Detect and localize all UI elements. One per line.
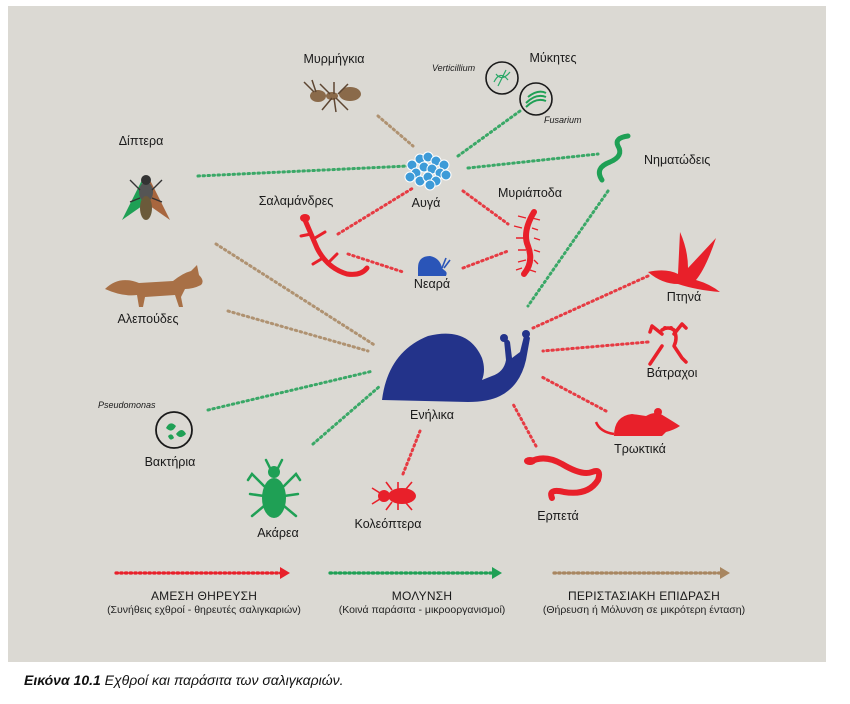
label-verticillium: Verticillium — [432, 63, 476, 73]
link-rodents-adults — [538, 374, 608, 413]
label-rodents: Τρωκτικά — [614, 442, 666, 456]
label-frogs: Βάτραχοι — [646, 366, 698, 380]
legend-arrow-direct — [114, 567, 290, 579]
myriapod-icon — [513, 209, 541, 277]
label-nematodes: Νηματώδεις — [644, 153, 711, 167]
link-myriapods-juveniles — [461, 249, 510, 270]
legend-occasional-title: ΠΕΡΙΣΤΑΣΙΑΚΗ ΕΠΙΔΡΑΣΗ — [567, 589, 721, 603]
legend-arrows — [114, 567, 730, 579]
verticillium-icon — [485, 61, 519, 95]
diagram-panel: Μυρμήγκια Μύκητες Verticillium Fusarium … — [8, 6, 826, 662]
legend-direct-title: ΑΜΕΣΗ ΘΗΡΕΥΣΗ — [150, 589, 258, 603]
label-fusarium: Fusarium — [544, 115, 582, 125]
link-nematodes-eggs — [466, 152, 600, 170]
label-mites: Ακάρεα — [257, 526, 299, 540]
caption-text: Εχθροί και παράσιτα των σαλιγκαριών. — [100, 672, 344, 688]
figure-caption: Εικόνα 10.1 Εχθροί και παράσιτα των σαλι… — [24, 672, 344, 688]
beetle-icon — [371, 481, 416, 511]
link-diptera-adults — [214, 242, 378, 348]
salamander-icon — [299, 214, 370, 277]
egg-dot — [424, 179, 436, 191]
label-myriapods: Μυριάποδα — [498, 186, 562, 200]
legend-infection-title: ΜΟΛΥΝΣΗ — [391, 589, 453, 603]
link-nematodes-adults — [526, 189, 610, 308]
label-ants: Μυρμήγκια — [303, 52, 365, 66]
bird-icon — [648, 232, 720, 292]
rodent-icon — [594, 408, 680, 436]
label-pseudomonas: Pseudomonas — [98, 400, 156, 410]
link-diptera-eggs — [196, 164, 410, 178]
label-juveniles: Νεαρά — [413, 277, 451, 291]
adult-snail-icon — [382, 330, 530, 402]
legend-occasional-subtitle: (Θήρευση ή Μόλυνση σε μικρότερη ένταση) — [542, 604, 746, 616]
label-diptera: Δίπτερα — [118, 134, 164, 148]
label-fungi: Μύκητες — [529, 51, 577, 65]
fox-icon — [105, 265, 203, 307]
legend-infection-subtitle: (Κοινά παράσιτα - μικροοργανισμοί) — [338, 604, 506, 616]
label-eggs: Αυγά — [411, 196, 441, 210]
egg-dot — [440, 169, 452, 181]
link-myriapods-eggs — [461, 189, 510, 226]
mite-icon — [246, 458, 302, 518]
legend-arrow-infection — [328, 567, 502, 579]
legend-arrow-occasional — [552, 567, 730, 579]
label-bacteria: Βακτήρια — [144, 455, 196, 469]
eggs-icon — [404, 151, 452, 191]
label-birds: Πτηνά — [666, 290, 702, 304]
link-birds-adults — [531, 274, 650, 330]
link-salamanders-eggs — [336, 186, 415, 236]
link-reptiles-adults — [511, 402, 538, 448]
interaction-links — [196, 109, 650, 476]
label-salamanders: Σαλαμάνδρες — [258, 194, 334, 208]
link-salamanders-juveniles — [346, 252, 405, 274]
juvenile-snail-icon — [418, 256, 451, 276]
fly-icon — [122, 175, 170, 220]
legend-direct-subtitle: (Συνήθεις εχθροί - θηρευτές σαλιγκαριών) — [107, 604, 301, 616]
label-reptiles: Ερπετά — [537, 509, 579, 523]
reptile-icon — [524, 455, 603, 501]
food-web-diagram — [105, 61, 730, 579]
nematode-icon — [596, 133, 631, 183]
bacteria-icon — [155, 411, 193, 449]
frog-icon — [648, 322, 688, 366]
link-foxes-adults — [226, 309, 370, 353]
link-frogs-adults — [541, 340, 650, 353]
link-fungi-eggs — [456, 109, 522, 158]
caption-label: Εικόνα 10.1 — [24, 672, 101, 688]
label-beetles: Κολεόπτερα — [354, 517, 422, 531]
link-ants-eggs — [376, 114, 415, 148]
label-foxes: Αλεπούδες — [117, 312, 179, 326]
link-beetles-adults — [401, 429, 422, 476]
label-adults: Ενήλικα — [410, 408, 454, 422]
link-mites-adults — [311, 384, 382, 446]
fusarium-icon — [519, 82, 553, 116]
ant-icon — [303, 79, 361, 113]
link-bacteria-adults — [206, 369, 375, 412]
egg-dot — [404, 171, 416, 183]
